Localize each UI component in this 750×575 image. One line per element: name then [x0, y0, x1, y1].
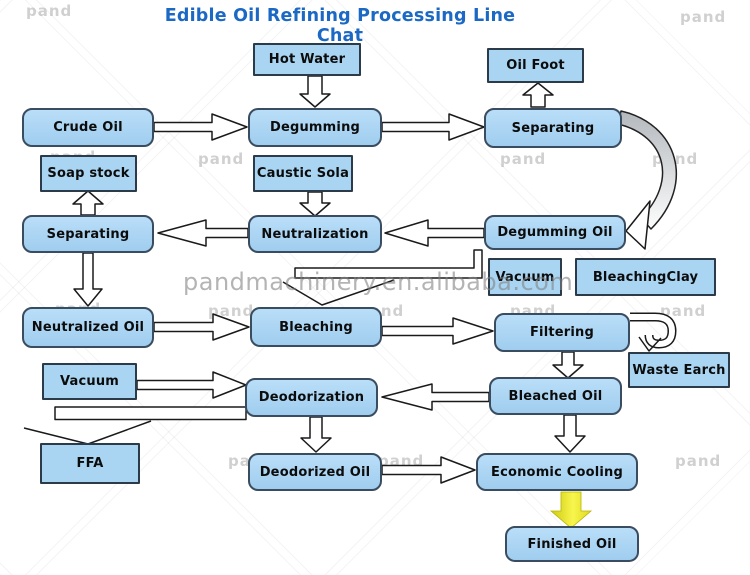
arrow-deodorization-to-deodorized-oil — [300, 416, 332, 453]
node-hot-water: Hot Water — [253, 43, 361, 76]
node-degumming: Degumming — [248, 108, 382, 147]
node-separating-top: Separating — [484, 108, 622, 148]
arrow-economic-cooling-to-finished-oil — [549, 491, 593, 529]
watermark-site-url: pandmachinery.en.alibaba.com — [183, 268, 574, 296]
node-soap-stock: Soap stock — [40, 155, 137, 192]
node-bleached-oil: Bleached Oil — [489, 377, 622, 415]
node-neutralization: Neutralization — [248, 215, 382, 253]
arrow-bleached-oil-to-economic-cooling — [554, 414, 586, 453]
arrow-bleaching-to-filtering — [381, 317, 494, 345]
node-vacuum-top: Vacuum — [488, 258, 562, 296]
pand-watermark: pand — [500, 150, 547, 168]
pand-watermark: pand — [198, 150, 245, 168]
elbow-head-bleaching — [282, 279, 395, 306]
node-caustic-sola: Caustic Sola — [253, 155, 353, 192]
arrow-separating-to-oil-foot — [522, 82, 554, 108]
hook-head-waste-earch — [638, 336, 662, 352]
curve-arrowhead-degumming-oil — [625, 200, 651, 250]
node-deodorized-oil: Deodorized Oil — [248, 453, 382, 491]
node-bleaching-clay: BleachingClay — [575, 258, 716, 296]
node-neutralized-oil: Neutralized Oil — [22, 307, 154, 348]
arrow-degumming-oil-to-neutralization — [384, 219, 485, 247]
arrow-filtering-to-bleached-oil — [552, 351, 584, 379]
elbow-degumming-oil-to-bleaching — [294, 249, 483, 279]
arrow-bleached-oil-to-deodorization — [381, 383, 490, 411]
node-deodorization: Deodorization — [245, 378, 378, 417]
node-bleaching: Bleaching — [250, 307, 382, 347]
node-degumming-oil: Degumming Oil — [484, 215, 626, 250]
pand-watermark: pand — [26, 2, 73, 20]
pand-watermark: pand — [680, 8, 727, 26]
node-separating-left: Separating — [22, 215, 154, 253]
pand-watermark: pand — [660, 302, 707, 320]
node-ffa: FFA — [40, 443, 140, 484]
arrow-crude-oil-to-degumming — [153, 113, 248, 141]
arrow-hot-water-to-degumming — [299, 75, 331, 108]
arrow-deodorized-oil-to-economic-cooling — [381, 456, 476, 484]
node-waste-earch: Waste Earch — [628, 352, 730, 388]
arrow-vacuum-to-deodorization — [136, 371, 247, 399]
arrow-separating-to-soap-stock — [72, 190, 104, 216]
node-oil-foot: Oil Foot — [487, 48, 584, 83]
arrow-degumming-to-separating — [381, 113, 485, 141]
arrow-separating-to-neutralized-oil — [73, 252, 103, 307]
node-economic-cooling: Economic Cooling — [476, 453, 638, 491]
arrow-caustic-sola-to-neutralization — [299, 191, 331, 217]
arrow-neutralization-to-separating — [157, 219, 249, 247]
hook-filtering-inner — [630, 314, 676, 348]
elbow-head-ffa — [23, 420, 152, 445]
page-title: Edible Oil Refining Processing Line Chat — [164, 6, 516, 46]
pand-watermark: pand — [675, 452, 722, 470]
node-vacuum-left: Vacuum — [42, 363, 137, 400]
node-crude-oil: Crude Oil — [22, 108, 154, 147]
node-filtering: Filtering — [494, 313, 630, 352]
node-finished-oil: Finished Oil — [505, 526, 639, 562]
arrow-neutralized-oil-to-bleaching — [153, 313, 250, 341]
elbow-deodorization-to-ffa — [54, 406, 247, 421]
